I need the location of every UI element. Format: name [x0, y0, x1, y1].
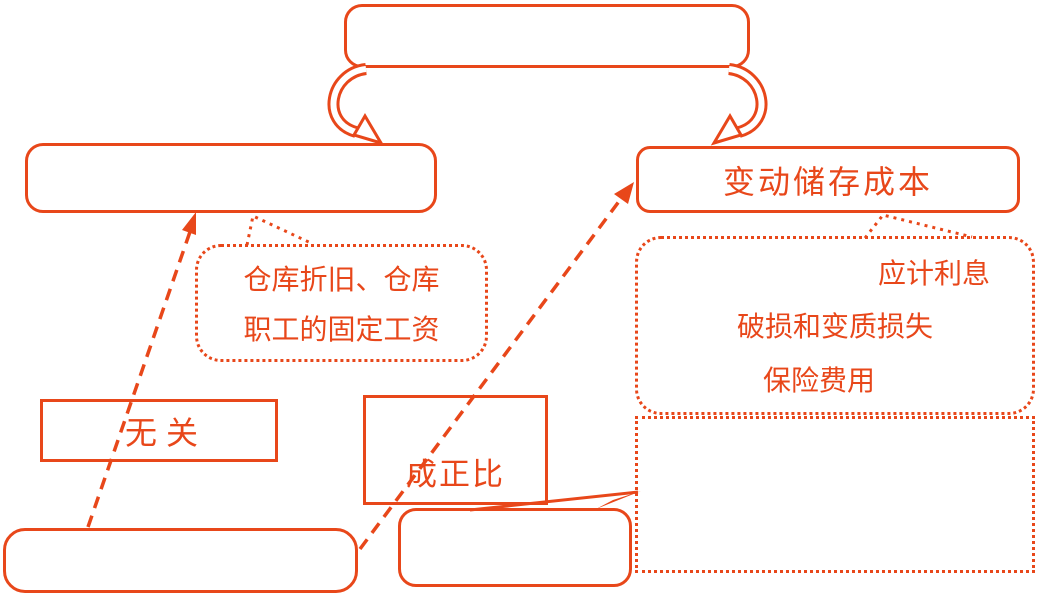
left-callout-tail [245, 213, 314, 246]
right-callout-line-2: 破损和变质损失 [736, 312, 933, 344]
right-examples-callout: 应计利息 破损和变质损失 保险费用 [635, 236, 1035, 415]
curved-arrow-left [327, 63, 385, 146]
right-callout-line-1: 应计利息 [877, 258, 990, 290]
right-callout-tail [863, 213, 973, 239]
left-callout-line-1: 仓库折旧、仓库 [243, 265, 440, 296]
relation-unrelated-box: 无关 [40, 399, 278, 462]
top-category-box [344, 4, 750, 68]
left-examples-callout: 仓库折旧、仓库 职工的固定工资 [195, 244, 488, 362]
curved-arrow-right [710, 63, 768, 146]
relation-proportional-label: 成正比 [406, 457, 505, 492]
left-callout-line-2: 职工的固定工资 [243, 315, 440, 346]
relation-proportional-box: 成正比 [363, 395, 548, 505]
left-category-box [25, 143, 437, 213]
variable-storage-cost-box: 变动储存成本 [636, 146, 1020, 213]
dashed-arrow-unrelated [86, 212, 196, 528]
bottom-mid-source-box [398, 508, 632, 587]
bottom-right-dotted-region [635, 416, 1035, 573]
relation-unrelated-label: 无关 [124, 414, 207, 451]
bottom-left-source-box [3, 528, 358, 593]
variable-storage-cost-label: 变动储存成本 [722, 163, 933, 200]
right-callout-line-3: 保险费用 [762, 366, 875, 398]
